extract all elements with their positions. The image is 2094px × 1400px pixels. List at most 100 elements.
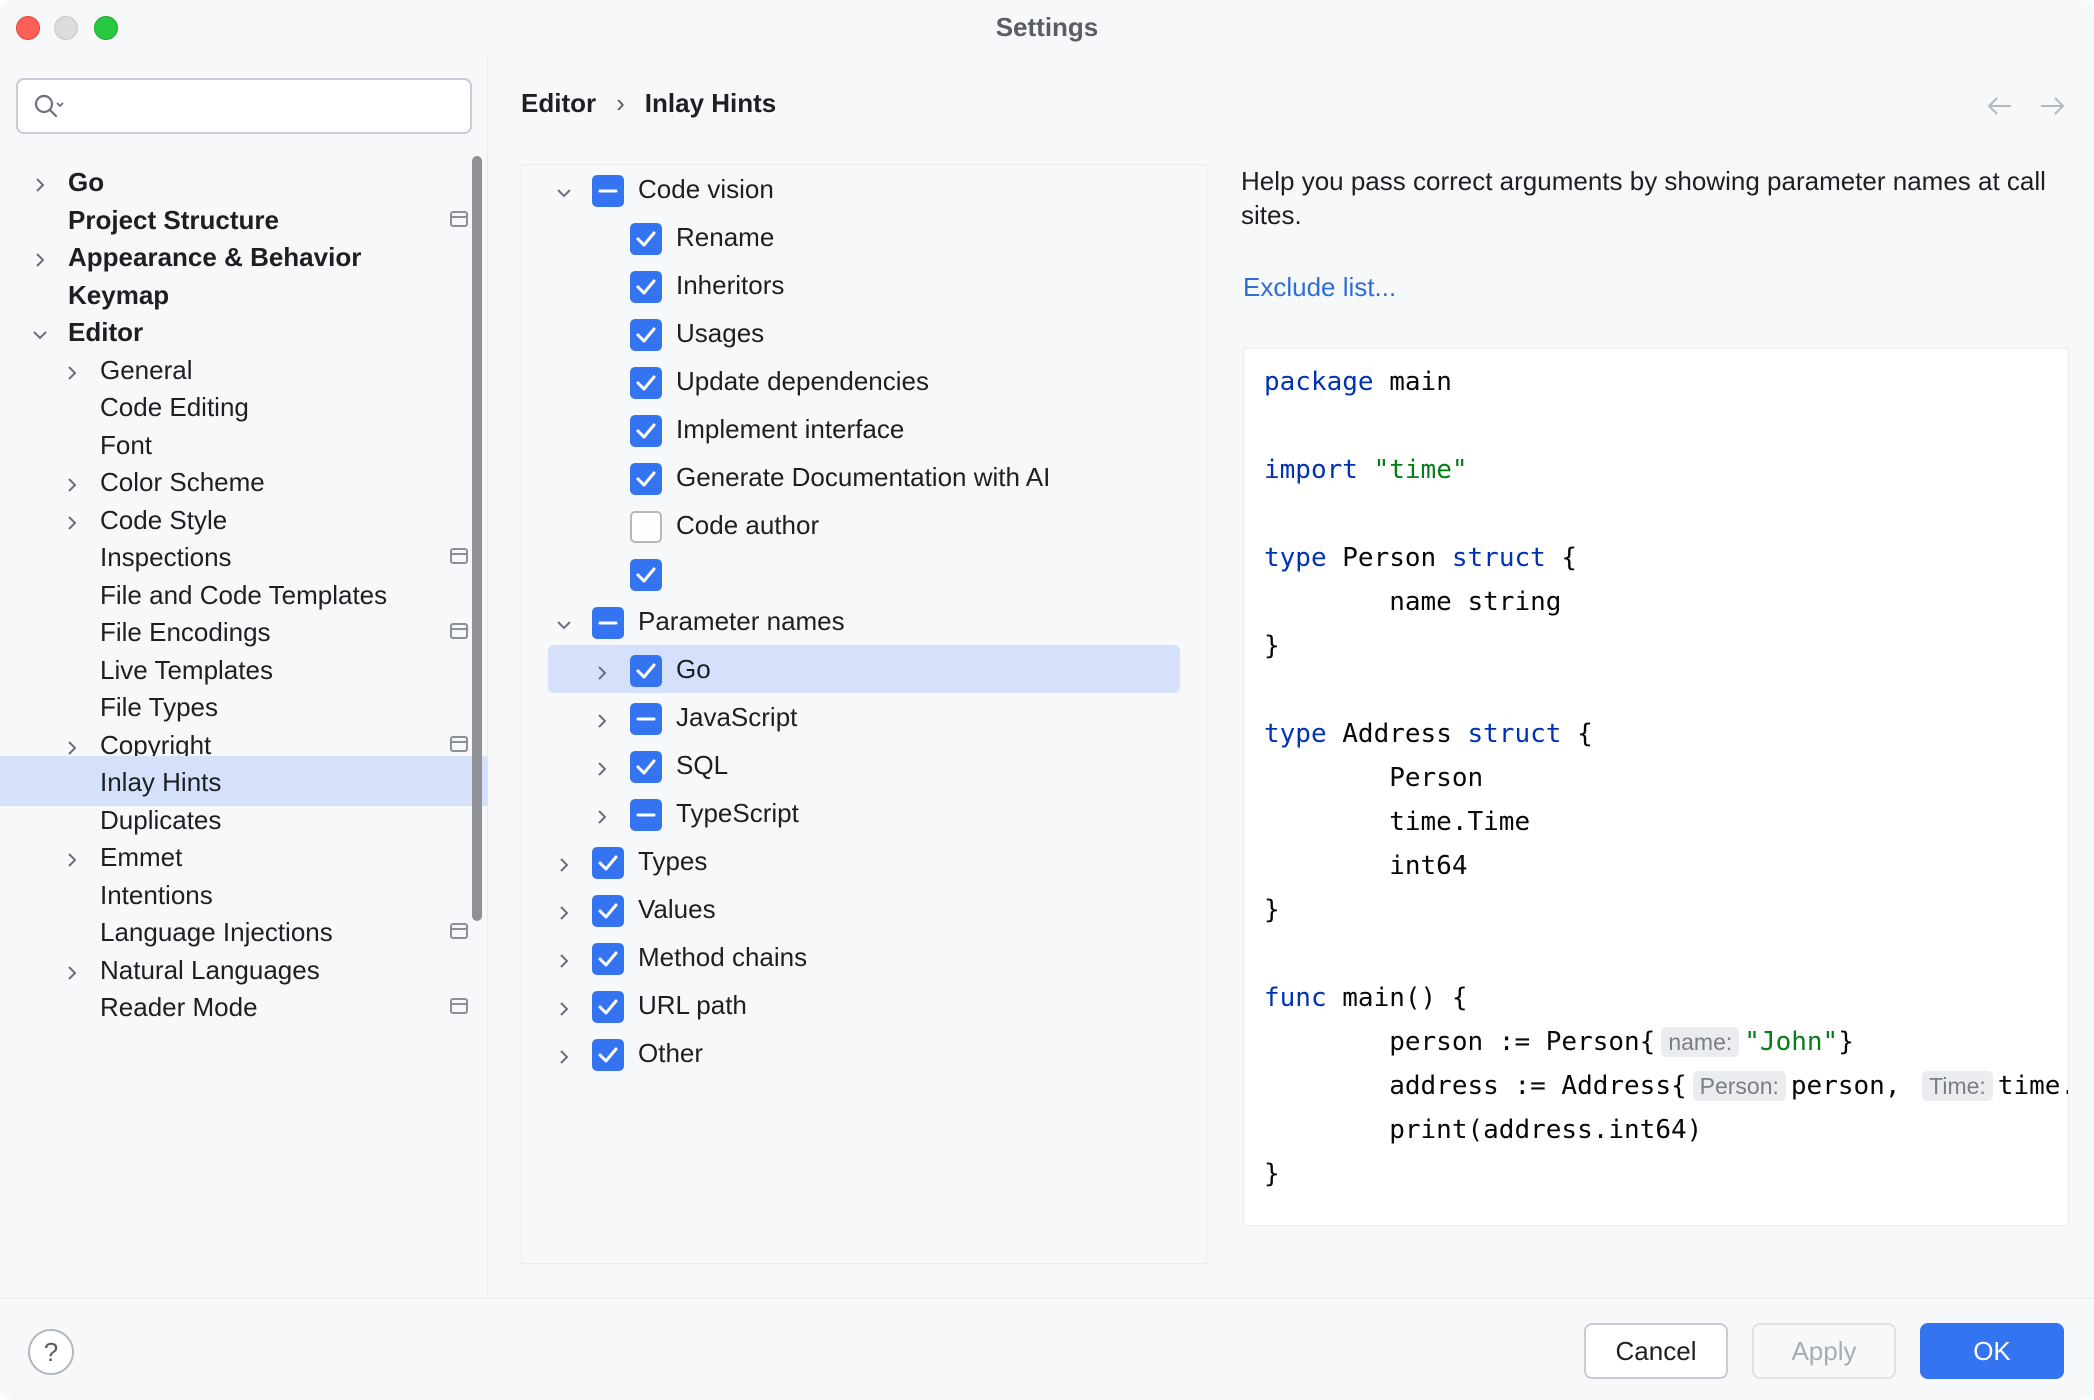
- chevron-right-icon[interactable]: [62, 509, 82, 530]
- option-checkbox[interactable]: [592, 943, 624, 975]
- sidebar-item[interactable]: Duplicates: [0, 794, 488, 844]
- sidebar-item[interactable]: Code Style: [0, 494, 488, 544]
- option-row[interactable]: Update dependencies: [522, 357, 1206, 405]
- option-checkbox[interactable]: [630, 271, 662, 303]
- chevron-down-icon[interactable]: [30, 321, 50, 341]
- sidebar-item[interactable]: Keymap: [0, 269, 488, 319]
- sidebar-item[interactable]: Code Editing: [0, 381, 488, 431]
- chevron-right-icon[interactable]: [554, 1043, 574, 1064]
- chevron-right-icon[interactable]: [592, 707, 612, 728]
- option-checkbox[interactable]: [592, 607, 624, 639]
- ok-button[interactable]: OK: [1920, 1323, 2064, 1379]
- option-row[interactable]: [522, 549, 1206, 597]
- option-row[interactable]: Values: [522, 885, 1206, 933]
- minimize-window-button[interactable]: [54, 16, 78, 40]
- option-row[interactable]: Parameter names: [522, 597, 1206, 645]
- option-checkbox[interactable]: [592, 1039, 624, 1071]
- option-row[interactable]: TypeScript: [522, 789, 1206, 837]
- sidebar-item[interactable]: Go: [0, 156, 488, 206]
- option-row[interactable]: Rename: [522, 213, 1206, 261]
- option-row[interactable]: Generate Documentation with AI: [522, 453, 1206, 501]
- option-row[interactable]: SQL: [522, 741, 1206, 789]
- sidebar-item-label: Appearance & Behavior: [68, 242, 362, 272]
- checkmark-icon: [598, 903, 618, 919]
- help-button[interactable]: ?: [28, 1329, 74, 1375]
- option-row[interactable]: Types: [522, 837, 1206, 885]
- option-checkbox[interactable]: [592, 991, 624, 1023]
- sidebar-item[interactable]: Reader Mode: [0, 981, 488, 1031]
- option-row[interactable]: JavaScript: [522, 693, 1206, 741]
- sidebar-item[interactable]: Copyright: [0, 719, 488, 769]
- sidebar-item[interactable]: Font: [0, 419, 488, 469]
- sidebar-item[interactable]: Emmet: [0, 831, 488, 881]
- sidebar-item[interactable]: File Types: [0, 681, 488, 731]
- sidebar-item[interactable]: Inlay Hints: [0, 756, 488, 806]
- option-checkbox[interactable]: [630, 415, 662, 447]
- sidebar-item[interactable]: Color Scheme: [0, 456, 488, 506]
- maximize-window-button[interactable]: [94, 16, 118, 40]
- sidebar-item[interactable]: Editor: [0, 306, 488, 356]
- chevron-right-icon[interactable]: [592, 803, 612, 824]
- chevron-down-icon[interactable]: [554, 611, 574, 631]
- option-checkbox[interactable]: [630, 511, 662, 543]
- option-checkbox[interactable]: [592, 847, 624, 879]
- option-row[interactable]: Usages: [522, 309, 1206, 357]
- sidebar-item[interactable]: Natural Languages: [0, 944, 488, 994]
- breadcrumb-parent[interactable]: Editor: [521, 88, 597, 118]
- option-row[interactable]: Method chains: [522, 933, 1206, 981]
- sidebar-item[interactable]: File Encodings: [0, 606, 488, 656]
- chevron-right-icon[interactable]: [554, 947, 574, 968]
- option-checkbox[interactable]: [630, 559, 662, 591]
- option-label: Method chains: [638, 942, 808, 972]
- sidebar-item[interactable]: Language Injections: [0, 906, 488, 956]
- exclude-list-link[interactable]: Exclude list...: [1243, 272, 1397, 302]
- sidebar-item[interactable]: General: [0, 344, 488, 394]
- checkmark-icon: [598, 951, 618, 967]
- code-line: }: [1264, 631, 1280, 661]
- sidebar-item[interactable]: Inspections: [0, 531, 488, 581]
- option-row[interactable]: Go: [522, 645, 1206, 693]
- option-row[interactable]: Implement interface: [522, 405, 1206, 453]
- forward-arrow-icon[interactable]: [2037, 94, 2067, 118]
- chevron-right-icon[interactable]: [62, 959, 82, 980]
- close-window-button[interactable]: [16, 16, 40, 40]
- sidebar-scrollbar[interactable]: [472, 156, 482, 921]
- option-row[interactable]: Code vision: [522, 165, 1206, 213]
- sidebar-item[interactable]: Live Templates: [0, 644, 488, 694]
- sidebar-item[interactable]: Intentions: [0, 869, 488, 919]
- chevron-right-icon[interactable]: [62, 359, 82, 380]
- option-checkbox[interactable]: [630, 799, 662, 831]
- option-checkbox[interactable]: [630, 367, 662, 399]
- chevron-right-icon[interactable]: [30, 171, 50, 192]
- option-row[interactable]: Inheritors: [522, 261, 1206, 309]
- option-checkbox[interactable]: [630, 463, 662, 495]
- sidebar-item[interactable]: File and Code Templates: [0, 569, 488, 619]
- chevron-right-icon[interactable]: [30, 246, 50, 267]
- chevron-right-icon[interactable]: [554, 995, 574, 1016]
- option-checkbox[interactable]: [630, 223, 662, 255]
- option-row[interactable]: Other: [522, 1029, 1206, 1077]
- chevron-right-icon[interactable]: [592, 755, 612, 776]
- sidebar-item-label: Keymap: [68, 279, 170, 310]
- chevron-right-icon[interactable]: [62, 471, 82, 492]
- option-row[interactable]: Code author: [522, 501, 1206, 549]
- sidebar-item[interactable]: Appearance & Behavior: [0, 231, 488, 281]
- chevron-right-icon[interactable]: [62, 734, 82, 755]
- option-checkbox[interactable]: [630, 655, 662, 687]
- chevron-right-icon[interactable]: [62, 846, 82, 867]
- cancel-button[interactable]: Cancel: [1584, 1323, 1728, 1379]
- option-checkbox[interactable]: [630, 319, 662, 351]
- back-arrow-icon[interactable]: [1985, 94, 2015, 118]
- apply-button[interactable]: Apply: [1752, 1323, 1896, 1379]
- option-row[interactable]: URL path: [522, 981, 1206, 1029]
- chevron-right-icon[interactable]: [592, 659, 612, 680]
- chevron-down-icon[interactable]: [554, 179, 574, 199]
- search-input[interactable]: [16, 78, 472, 134]
- sidebar-item[interactable]: Project Structure: [0, 194, 488, 244]
- option-checkbox[interactable]: [630, 751, 662, 783]
- chevron-right-icon[interactable]: [554, 899, 574, 920]
- option-checkbox[interactable]: [592, 895, 624, 927]
- chevron-right-icon[interactable]: [554, 851, 574, 872]
- option-checkbox[interactable]: [630, 703, 662, 735]
- option-checkbox[interactable]: [592, 175, 624, 207]
